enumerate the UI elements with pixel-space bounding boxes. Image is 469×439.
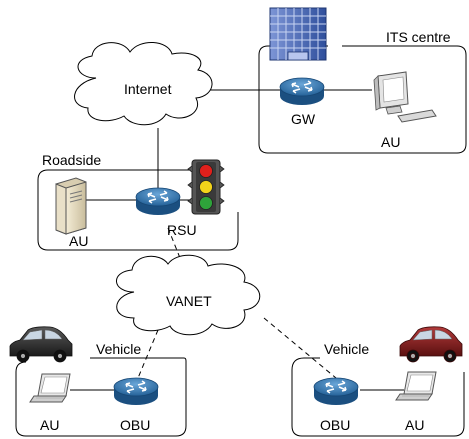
its-au-label: AU [381, 134, 400, 150]
office-building-icon [269, 7, 327, 61]
roadside-au-label: AU [69, 233, 88, 249]
its-centre-box [258, 45, 467, 154]
link-vanet-obu-right [263, 317, 337, 379]
its-centre-label: ITS centre [386, 29, 451, 45]
obu-router-icon-left [113, 377, 159, 406]
vehicle-right-au-label: AU [405, 417, 424, 433]
roadside-label: Roadside [42, 152, 101, 168]
vehicle-right-label: Vehicle [324, 341, 369, 357]
vehicle-right-box [291, 357, 465, 437]
desktop-computer-icon [373, 71, 437, 123]
laptop-icon-right [395, 371, 437, 401]
vehicle-left-label: Vehicle [96, 341, 141, 357]
internet-label: Internet [124, 81, 172, 97]
server-icon [55, 177, 87, 235]
car-icon-left [9, 326, 73, 363]
rsu-label: RSU [167, 222, 197, 238]
gw-router-icon [279, 77, 325, 106]
vehicle-left-au-label: AU [40, 417, 59, 433]
laptop-icon-left [29, 373, 71, 403]
vanet-label: VANET [166, 293, 212, 309]
vehicle-left-box [15, 357, 187, 437]
obu-right-label: OBU [320, 417, 350, 433]
vanet-cloud-icon [116, 254, 261, 336]
rsu-router-icon [135, 187, 181, 216]
roadside-box [37, 169, 239, 251]
traffic-light-icon [187, 159, 225, 215]
obu-router-icon-right [313, 377, 359, 406]
obu-left-label: OBU [120, 417, 150, 433]
car-icon-right [399, 326, 463, 363]
internet-cloud-icon [74, 42, 213, 126]
gw-label: GW [291, 111, 316, 127]
